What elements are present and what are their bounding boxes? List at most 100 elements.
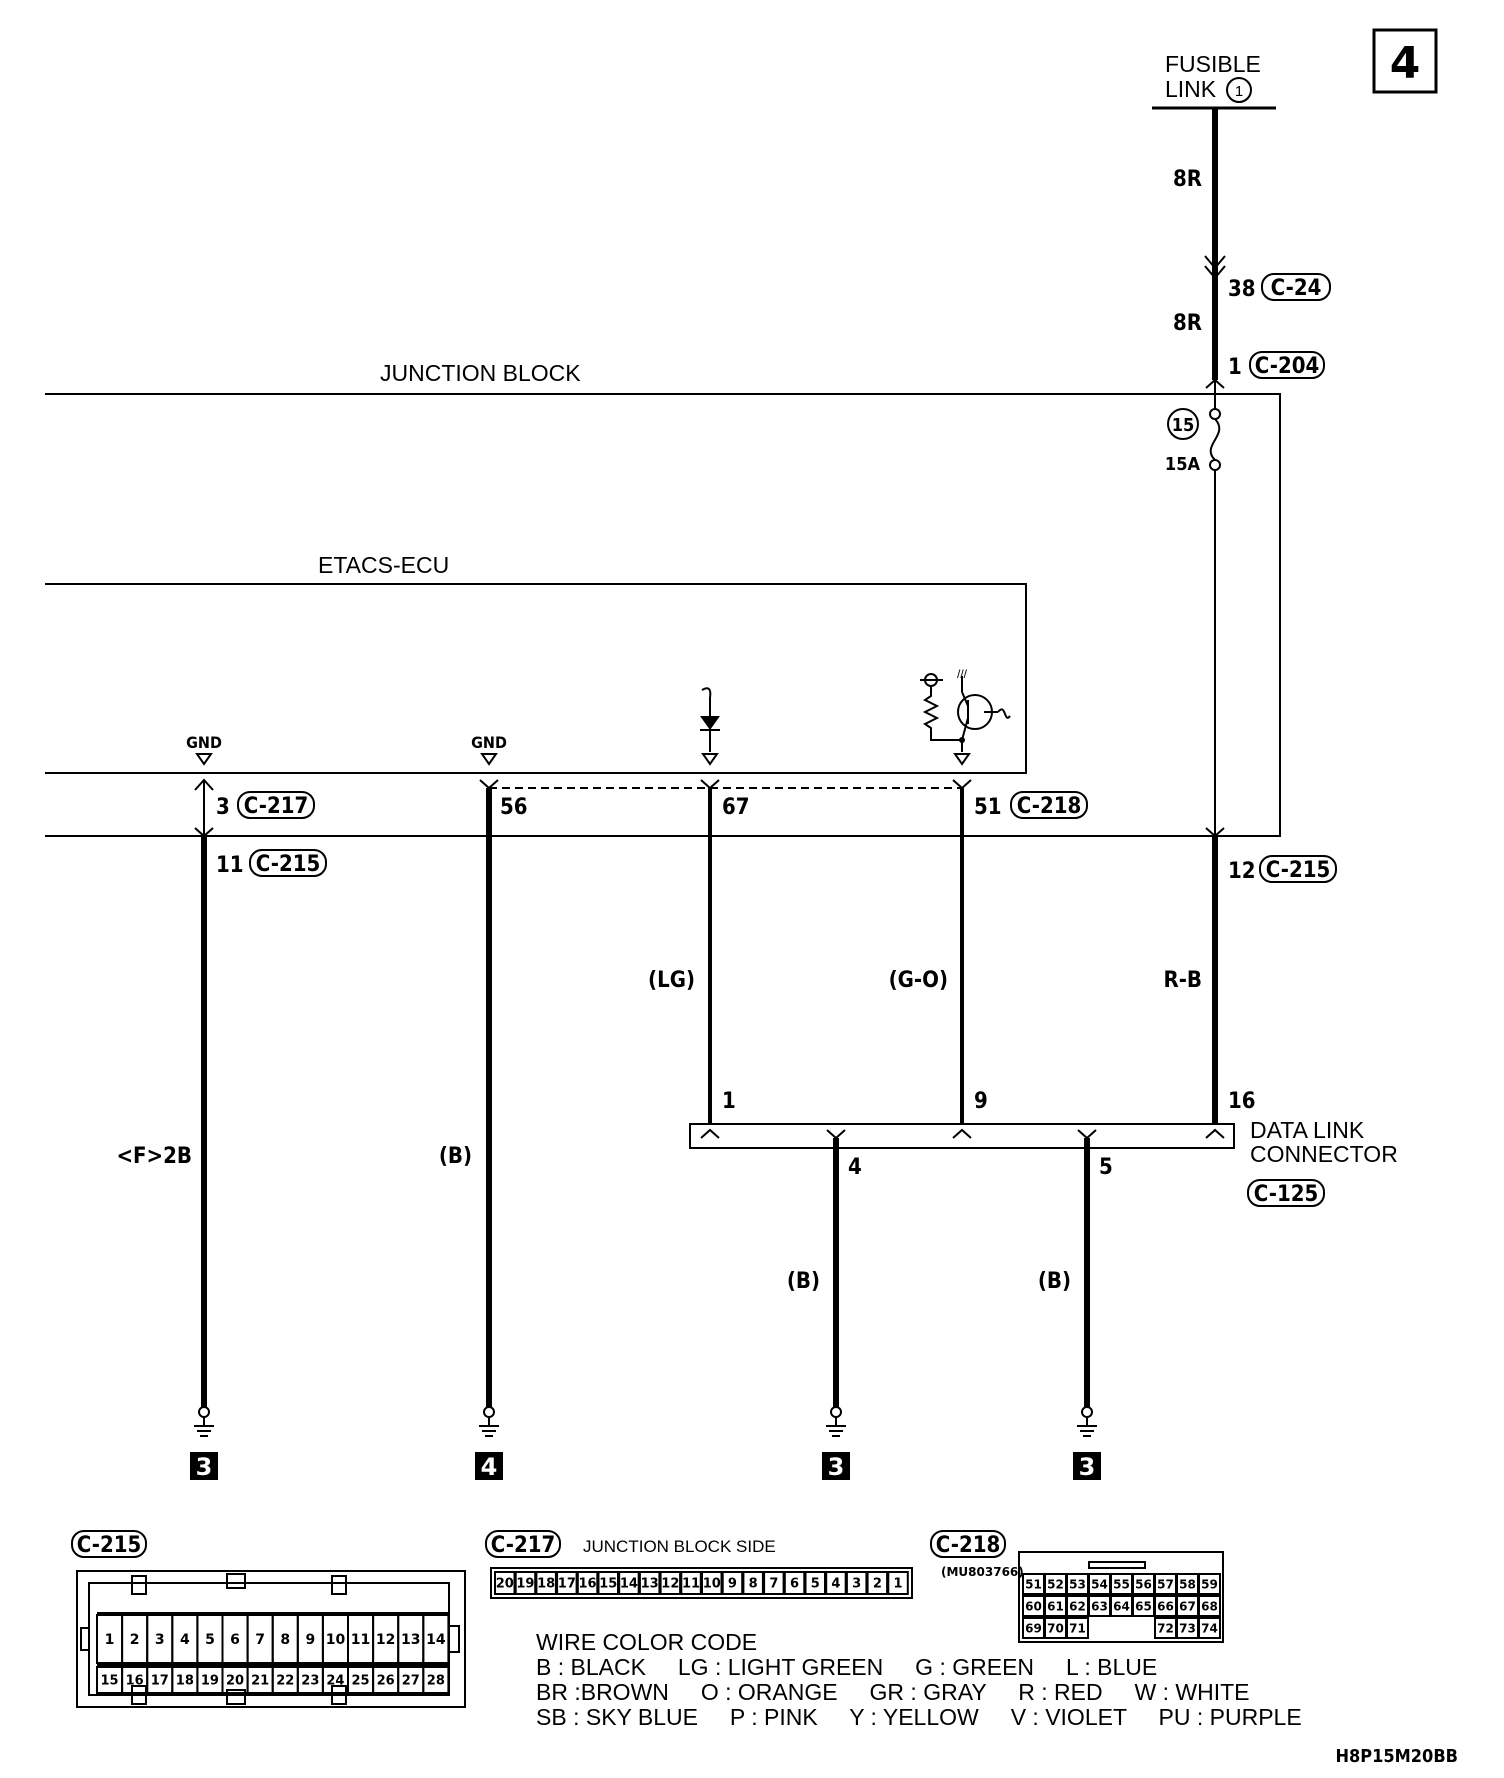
- ground-icon-2: [479, 1406, 499, 1437]
- c217-label: C-217: [244, 794, 309, 819]
- c217-box: [237, 791, 315, 819]
- dlc-pin-16: 16: [1228, 1089, 1256, 1114]
- c215-pin-label: 7: [255, 1632, 265, 1648]
- diode-icon: [700, 716, 720, 730]
- c217-pin-cell: [866, 1571, 889, 1595]
- c218-latch: [1088, 1561, 1146, 1569]
- c218-pin-label: 69: [1025, 1621, 1042, 1635]
- ground-badge-3-text: 3: [828, 1453, 845, 1481]
- c217-pin-label: 18: [537, 1577, 555, 1592]
- wire-8r-mid-label: 8R: [1173, 311, 1202, 336]
- c217-pin-label: 2: [873, 1577, 882, 1592]
- c218-pin-label: 63: [1091, 1599, 1108, 1613]
- c24-pin: 38: [1228, 277, 1256, 302]
- c217-pin-label: 19: [516, 1577, 534, 1592]
- pin-51: 51: [974, 795, 1002, 820]
- c215-pin-label: 10: [326, 1632, 346, 1648]
- c218-box: [1010, 791, 1088, 819]
- c217-pin-cell: [659, 1571, 682, 1595]
- c218-pin-label: 68: [1201, 1599, 1218, 1613]
- c217-pin-label: 10: [703, 1577, 721, 1592]
- fusible-link-label: FUSIBLE: [1165, 51, 1261, 77]
- c215-pin-label: 11: [351, 1632, 370, 1648]
- c218-pin-cell: [1066, 1617, 1089, 1639]
- color-code-line-1: B : BLACK LG : LIGHT GREEN G : GREEN L :…: [536, 1654, 1157, 1680]
- c217-pin-cell: [783, 1571, 806, 1595]
- c215-pin-label: 20: [226, 1674, 244, 1689]
- c217-pin-cell: [514, 1571, 537, 1595]
- page-number: 4: [1390, 38, 1421, 89]
- c217-pin-label: 17: [558, 1577, 576, 1592]
- c217-pin-label: 14: [620, 1577, 638, 1592]
- wire-go-label: (G-O): [889, 968, 948, 993]
- c217-pin-cell: [763, 1571, 785, 1595]
- c217-title: C-217: [491, 1533, 556, 1558]
- c217-pin-cell: [845, 1571, 868, 1595]
- c215-pin-label: 23: [301, 1674, 319, 1689]
- c217-pin-label: 4: [831, 1577, 840, 1592]
- c218-pin-cell: [1198, 1573, 1221, 1595]
- dlc-pin-1: 1: [722, 1089, 736, 1114]
- wire-b-56-label: (B): [439, 1144, 472, 1169]
- fuse-terminal-bottom: [1209, 459, 1221, 471]
- gnd-label-2: GND: [471, 733, 507, 752]
- c217-pin-label: 12: [661, 1577, 679, 1592]
- wire-lg-label: (LG): [648, 968, 695, 993]
- wire-b-4-label: (B): [787, 1269, 820, 1294]
- c24-box: [1261, 273, 1331, 301]
- c218-pin-label: 60: [1025, 1599, 1042, 1613]
- ground-icon-1: [194, 1406, 214, 1437]
- c218-part-number: (MU803766): [941, 1565, 1024, 1579]
- c215-pin-label: 22: [276, 1674, 294, 1689]
- fusible-link-number: 1: [1235, 83, 1243, 100]
- ground-badge-1-text: 3: [196, 1453, 213, 1481]
- ground-icon-3: [826, 1406, 846, 1437]
- c217-pin-label: 15: [599, 1577, 617, 1592]
- c218-pin-label: 65: [1135, 1599, 1152, 1613]
- c218-title-box: [930, 1530, 1006, 1558]
- ground-badge-4-text: 3: [1079, 1453, 1096, 1481]
- fuse-terminal-top: [1209, 408, 1221, 420]
- c218-pin-cell: [1198, 1595, 1221, 1617]
- c217-connector-face: [490, 1567, 913, 1599]
- connector-c24-mark-2: [1204, 265, 1226, 280]
- c217-pin-cell: [701, 1571, 723, 1595]
- c215-pin-cell: [422, 1666, 450, 1694]
- color-code-title: WIRE COLOR CODE: [536, 1629, 757, 1655]
- color-code-line-2: BR :BROWN O : ORANGE GR : GRAY R : RED W…: [536, 1679, 1249, 1705]
- c217-pin-label: 9: [728, 1577, 737, 1592]
- wire-f2b-label: <F>2B: [116, 1144, 192, 1169]
- c215-pin-cell: [422, 1614, 450, 1664]
- junction-block-label: JUNCTION BLOCK: [380, 360, 581, 386]
- c217-side-label: JUNCTION BLOCK SIDE: [583, 1537, 776, 1556]
- c215-pin-label: 4: [180, 1632, 190, 1648]
- ground-badge-2: [475, 1452, 503, 1480]
- gnd-arrow-2: [480, 753, 498, 766]
- diode-lead: [701, 687, 712, 716]
- dlc-pin-4: 4: [848, 1155, 862, 1180]
- c218-pin-label: 55: [1113, 1577, 1130, 1591]
- dlc-pin-9: 9: [974, 1089, 988, 1114]
- c215-pin-label: 15: [101, 1674, 119, 1689]
- c217-pin-cell: [597, 1571, 619, 1595]
- resistor-icon: [922, 686, 962, 741]
- c217-pin-cell: [576, 1571, 599, 1595]
- c215-pin-label: 27: [402, 1674, 420, 1689]
- transistor-arrow: [953, 753, 971, 766]
- c215-pin-label: 13: [401, 1632, 420, 1648]
- c215-pin-label: 26: [377, 1674, 395, 1689]
- c125-box: [1247, 1179, 1325, 1207]
- c215-pin-label: 17: [151, 1674, 169, 1689]
- etacs-ecu-outline: [45, 583, 1027, 774]
- color-code-line-3: SB : SKY BLUE P : PINK Y : YELLOW V : VI…: [536, 1704, 1302, 1730]
- dlc-mark-5: [1077, 1129, 1097, 1140]
- dlc-mark-1: [700, 1128, 720, 1139]
- page-number-box: [1372, 28, 1438, 94]
- c215-pin-label: 5: [205, 1632, 215, 1648]
- c215-title-box: [71, 1530, 147, 1558]
- fuse-element: [1209, 418, 1221, 461]
- c215-pin-label: 9: [305, 1632, 315, 1648]
- transistor-emitter: [961, 717, 969, 741]
